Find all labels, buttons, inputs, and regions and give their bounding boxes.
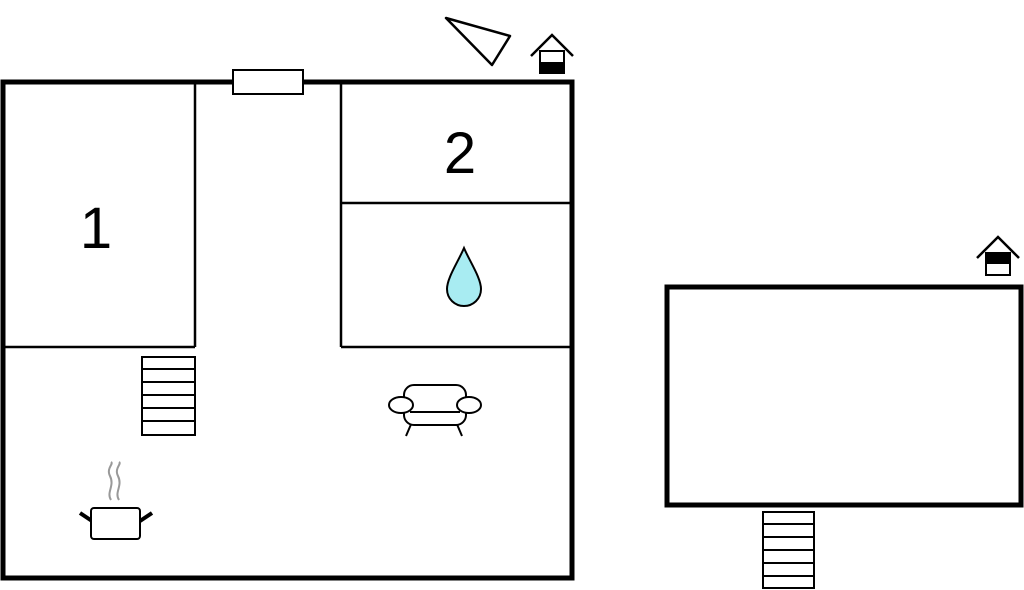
main-building-outline <box>0 79 575 581</box>
sofa-icon <box>388 384 482 437</box>
compass-arrow-icon <box>444 16 512 67</box>
cooking-pot-icon <box>78 461 154 540</box>
stairs-icon <box>762 511 815 589</box>
house-entrance-icon <box>976 235 1020 276</box>
second-building-outline <box>664 284 1024 508</box>
room-1-label: 1 <box>80 196 112 261</box>
water-drop-icon <box>445 245 483 308</box>
room-2-label: 2 <box>444 121 476 186</box>
house-entrance-icon <box>530 33 574 74</box>
stairs-icon <box>141 356 196 436</box>
window-icon <box>232 69 304 95</box>
